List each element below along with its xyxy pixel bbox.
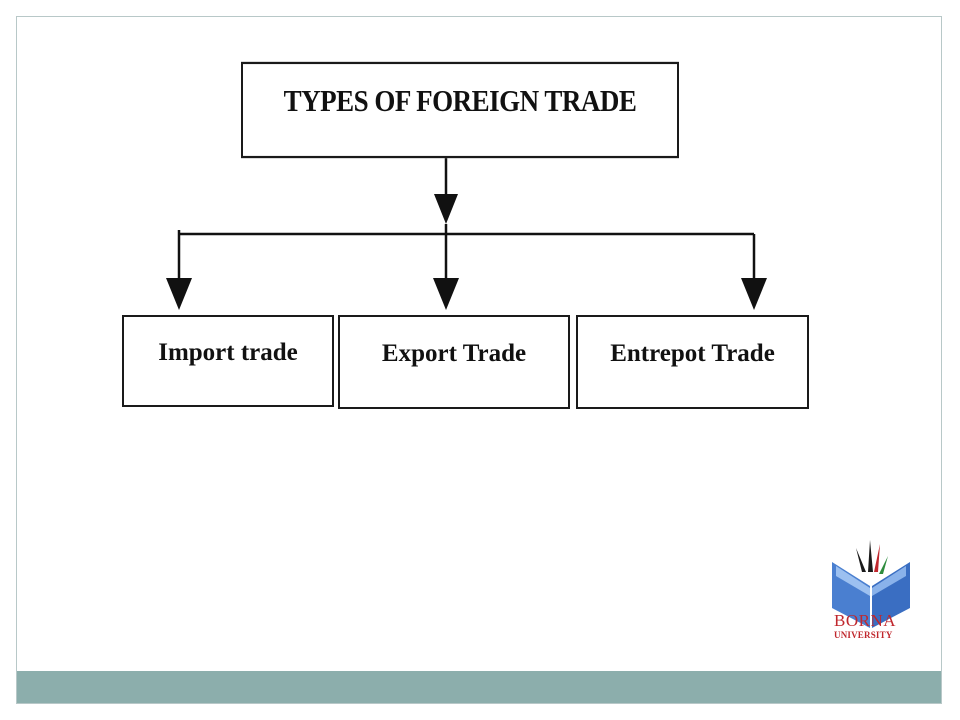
import-trade-node: Import trade xyxy=(122,315,334,407)
entrepot-arrowhead xyxy=(741,278,767,310)
export-arrowhead xyxy=(433,278,459,310)
export-trade-node: Export Trade xyxy=(338,315,570,409)
root-label: TYPES OF FOREIGN TRADE xyxy=(283,83,637,118)
entrepot-trade-node: Entrepot Trade xyxy=(576,315,809,409)
import-arrowhead xyxy=(166,278,192,310)
slide-frame xyxy=(16,16,942,704)
book-with-pen-nibs-icon xyxy=(832,540,910,628)
logo-name: BORNA xyxy=(834,611,897,630)
entrepot-trade-label: Entrepot Trade xyxy=(610,340,775,367)
export-trade-label: Export Trade xyxy=(381,340,527,367)
root-node: TYPES OF FOREIGN TRADE xyxy=(241,61,679,159)
import-trade-label: Import trade xyxy=(158,339,298,366)
logo-subtitle: UNIVERSITY xyxy=(834,630,893,640)
footer-bar xyxy=(17,671,941,703)
root-arrowhead xyxy=(434,194,458,224)
